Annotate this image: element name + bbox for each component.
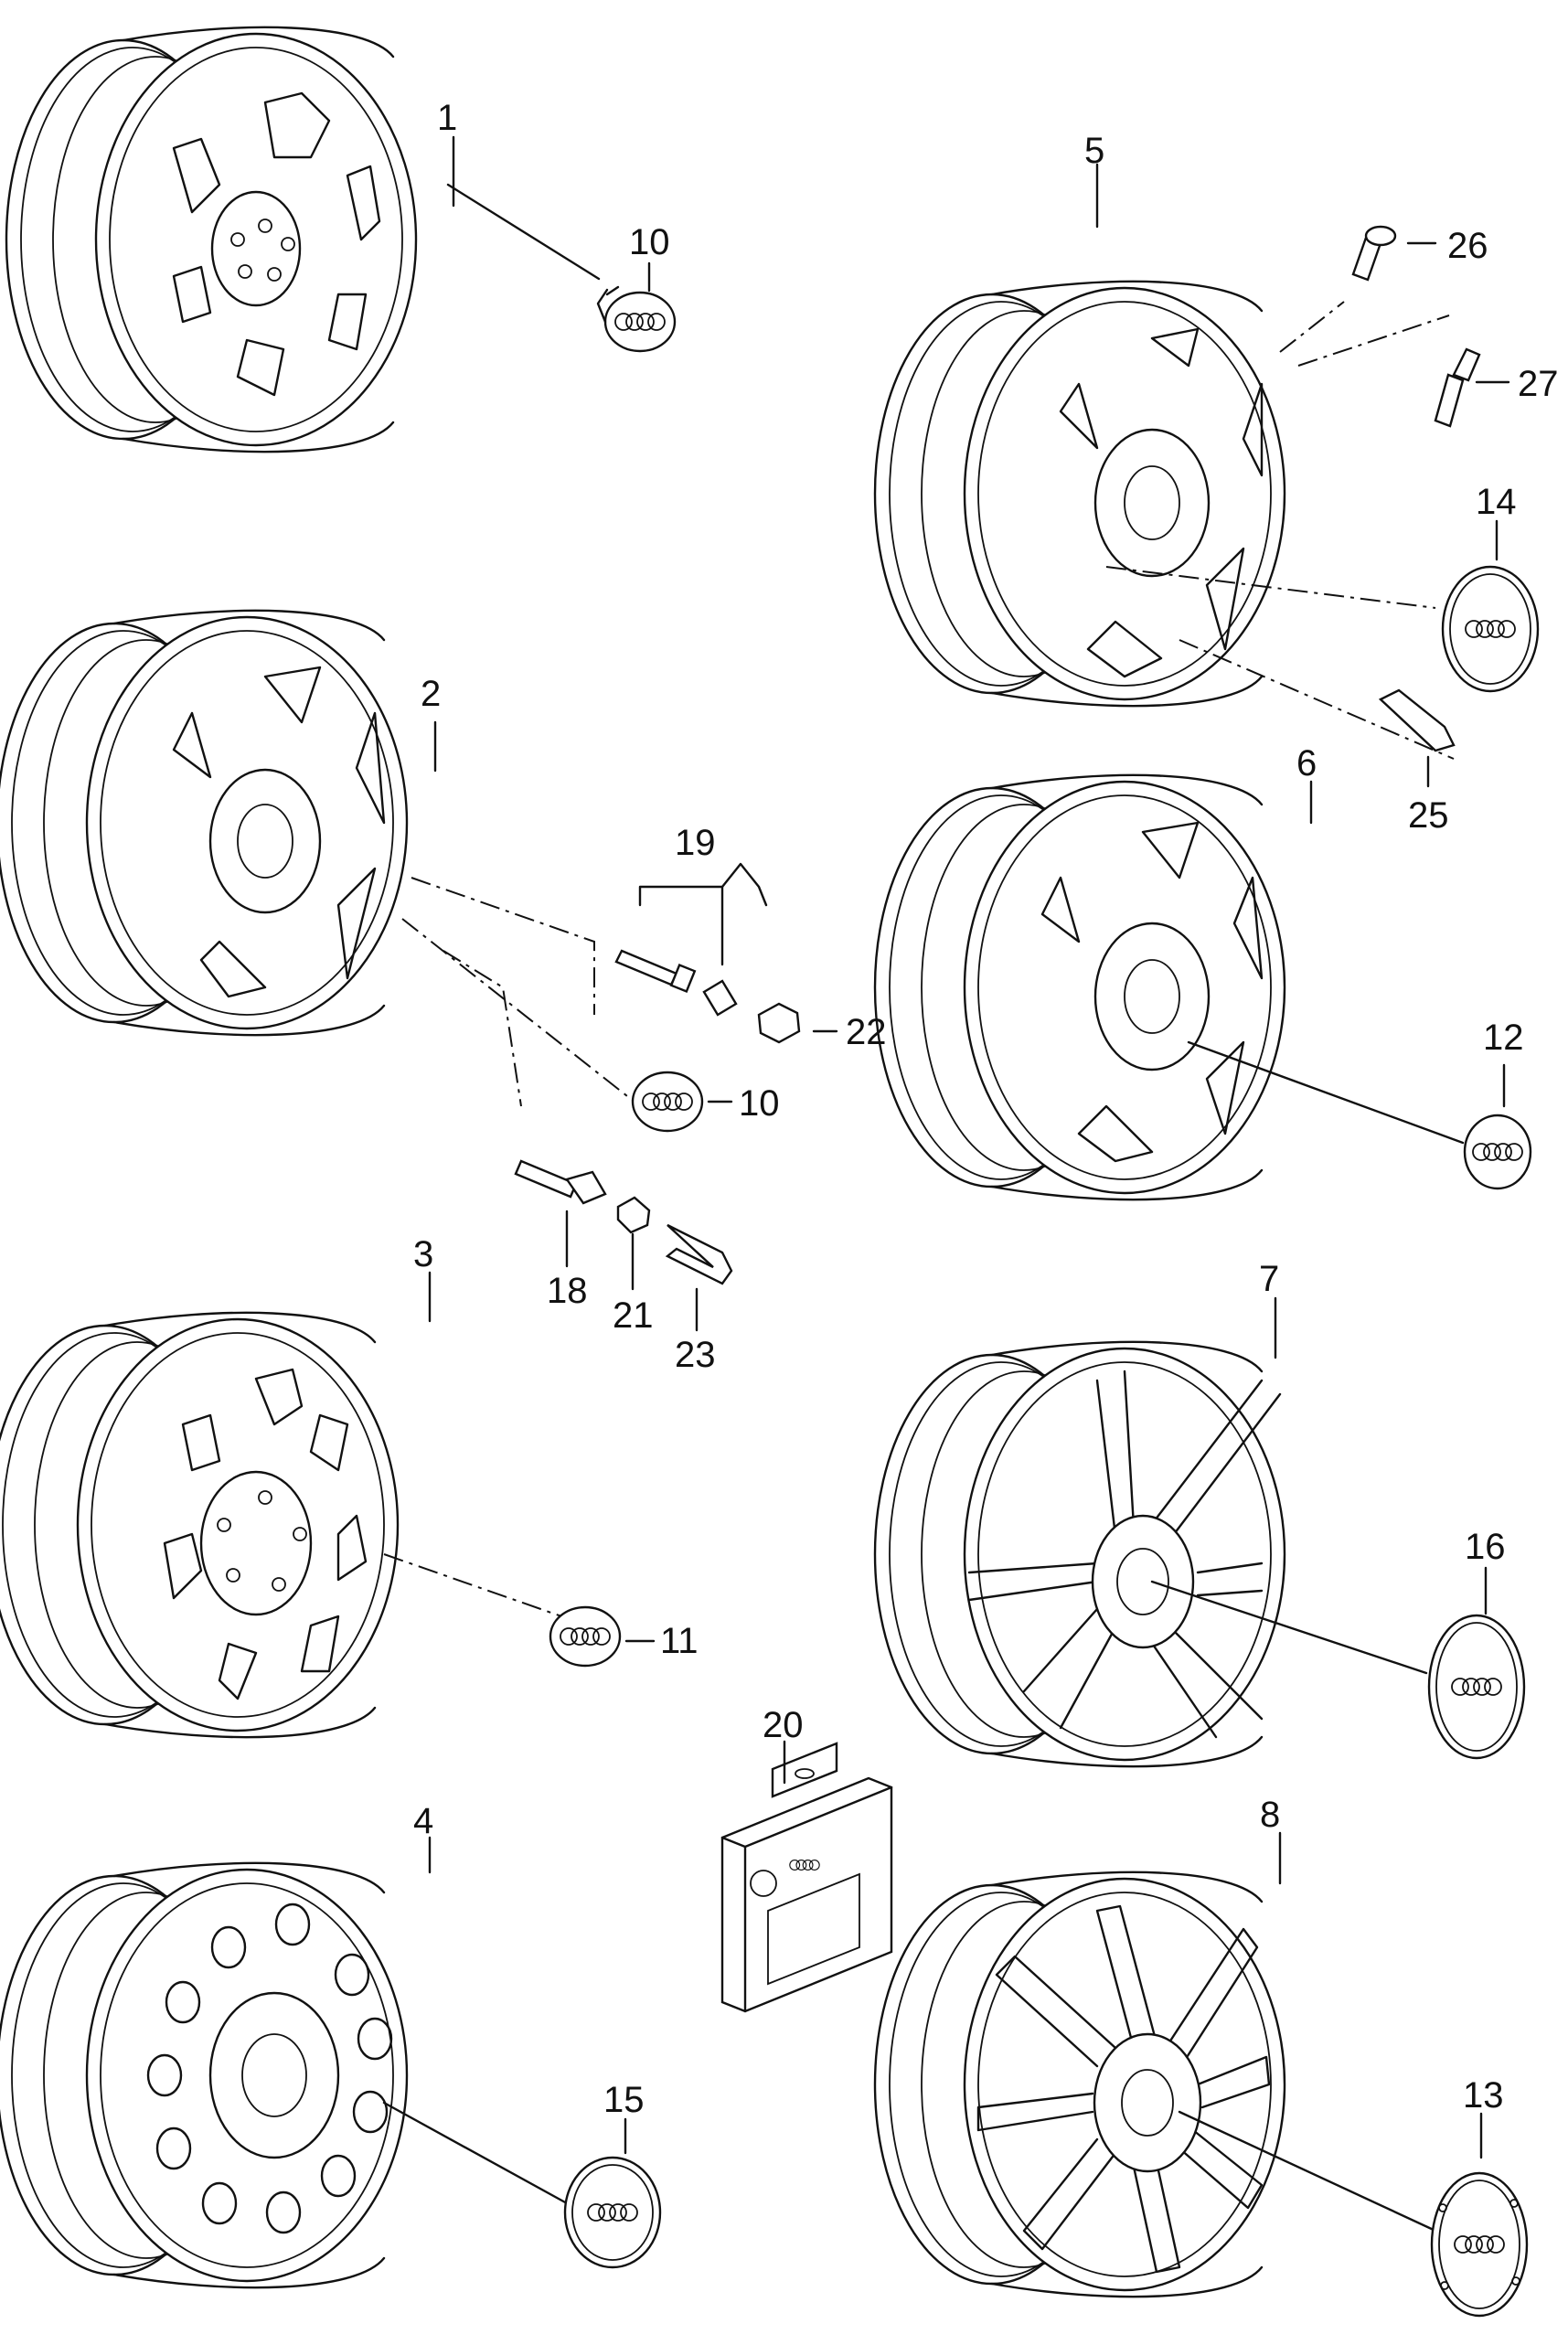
wheel-7 bbox=[873, 1340, 1286, 1768]
callout-4: 4 bbox=[413, 1801, 433, 1841]
wheel-3 bbox=[0, 1311, 400, 1739]
wheel-8-hub bbox=[1093, 2032, 1202, 2173]
callout-7: 7 bbox=[1259, 1259, 1279, 1299]
wheel-3-windows bbox=[163, 1368, 368, 1700]
callout-25: 25 bbox=[1408, 795, 1449, 836]
wheel-8 bbox=[873, 1871, 1286, 2298]
wheel-7-spokes bbox=[967, 1370, 1282, 1739]
hub-cap-10b bbox=[631, 1071, 704, 1133]
callout-10b: 10 bbox=[739, 1083, 780, 1124]
wheel-1-hub bbox=[210, 190, 302, 307]
callout-27: 27 bbox=[1518, 364, 1559, 404]
vw-logo-icon bbox=[750, 1870, 777, 1897]
callout-8: 8 bbox=[1260, 1795, 1280, 1835]
wheel-2-spokes bbox=[172, 666, 386, 998]
callout-5: 5 bbox=[1084, 131, 1104, 171]
callout-23: 23 bbox=[675, 1335, 716, 1375]
callout-2: 2 bbox=[421, 674, 441, 714]
wheel-4-hub bbox=[208, 1991, 340, 2159]
bolt-18 bbox=[514, 1159, 607, 1205]
hub-cap-11 bbox=[549, 1605, 622, 1668]
callout-15: 15 bbox=[603, 2080, 645, 2120]
callout-20: 20 bbox=[763, 1705, 804, 1745]
wheel-5-hub bbox=[1093, 428, 1211, 578]
callout-16: 16 bbox=[1465, 1527, 1506, 1567]
callout-12: 12 bbox=[1483, 1018, 1524, 1058]
callout-11: 11 bbox=[660, 1621, 699, 1661]
wheel-2-hub bbox=[208, 768, 322, 914]
collar-21 bbox=[616, 1196, 651, 1234]
wheel-4 bbox=[0, 1861, 409, 2289]
wheel-1-windows bbox=[172, 91, 381, 397]
lock-set-20 bbox=[720, 1742, 893, 2013]
callout-6: 6 bbox=[1296, 743, 1317, 783]
callout-19: 19 bbox=[675, 823, 716, 863]
callout-14: 14 bbox=[1476, 482, 1517, 522]
hub-cap-16 bbox=[1427, 1614, 1526, 1760]
wheel-6 bbox=[873, 773, 1286, 1201]
hub-cap-15 bbox=[563, 2156, 662, 2269]
wheel-5-spokes bbox=[1059, 327, 1264, 678]
hub-cap-12 bbox=[1463, 1114, 1532, 1190]
wheel-2 bbox=[0, 609, 409, 1037]
hub-cap-13 bbox=[1430, 2171, 1529, 2318]
callout-10a: 10 bbox=[629, 222, 670, 262]
callout-26: 26 bbox=[1447, 226, 1488, 266]
valve-19a bbox=[614, 949, 697, 994]
wheel-6-spokes bbox=[1040, 821, 1264, 1163]
weight-25 bbox=[1378, 688, 1456, 752]
wheel-1 bbox=[5, 26, 418, 453]
callout-13: 13 bbox=[1463, 2075, 1504, 2116]
hub-cap-14 bbox=[1441, 565, 1540, 693]
wheel-3-hub bbox=[199, 1470, 313, 1616]
cap-22 bbox=[757, 1002, 801, 1044]
valve-27 bbox=[1434, 347, 1481, 428]
wheel-5 bbox=[873, 280, 1286, 708]
valve-19b bbox=[702, 979, 738, 1017]
callout-3: 3 bbox=[413, 1234, 433, 1274]
callout-1: 1 bbox=[437, 98, 457, 138]
wheel-8-spokes bbox=[976, 1904, 1271, 2274]
clip-23 bbox=[665, 1223, 733, 1285]
wheel-7-hub bbox=[1091, 1514, 1195, 1649]
wheel-6-hub bbox=[1093, 922, 1211, 1071]
callout-21: 21 bbox=[613, 1295, 654, 1336]
callout-18: 18 bbox=[547, 1271, 588, 1311]
valve-26 bbox=[1351, 225, 1397, 282]
hub-cap-10a bbox=[596, 285, 677, 353]
wheel-4-holes bbox=[146, 1903, 393, 2234]
